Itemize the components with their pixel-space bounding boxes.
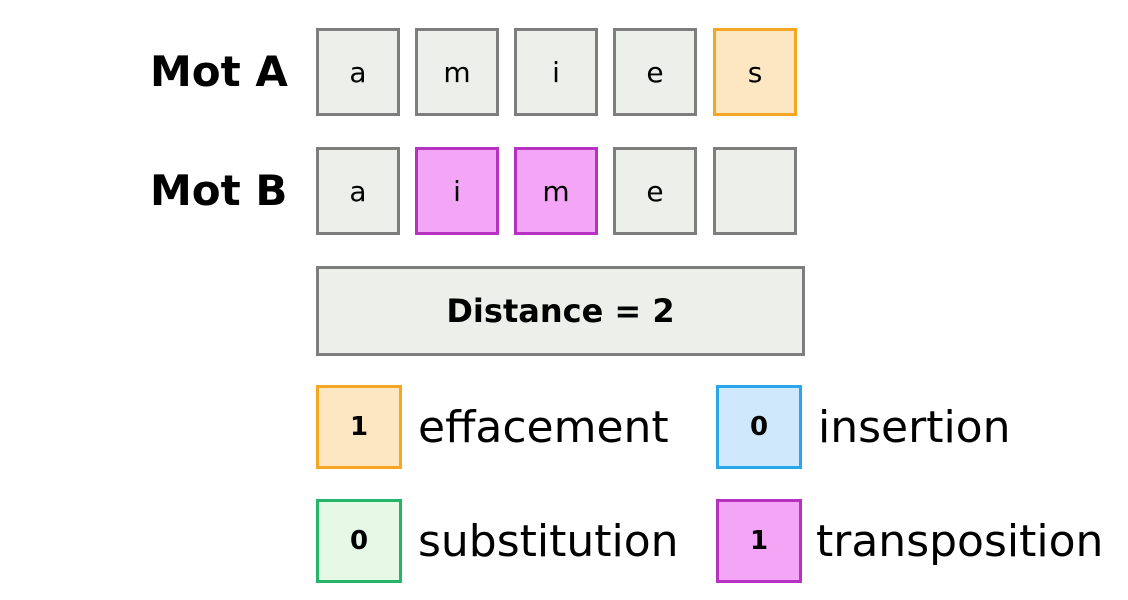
- word-a-letter-5-deleted: s: [713, 28, 797, 116]
- deletion-count-swatch: 1: [316, 385, 402, 469]
- word-b-empty-slot: [713, 147, 797, 235]
- insertion-legend-label: insertion: [818, 402, 1011, 453]
- word-a-letter-1: a: [316, 28, 400, 116]
- word-a-letter-4: e: [613, 28, 697, 116]
- insertion-count-swatch: 0: [716, 385, 802, 469]
- word-a-letter-2: m: [415, 28, 499, 116]
- word-b-letter-1: a: [316, 147, 400, 235]
- distance-result: Distance = 2: [316, 266, 805, 356]
- word-b-label: Mot B: [150, 166, 288, 215]
- transposition-count-swatch: 1: [716, 499, 802, 583]
- substitution-count-swatch: 0: [316, 499, 402, 583]
- word-a-label: Mot A: [150, 47, 288, 96]
- substitution-legend-label: substitution: [418, 516, 679, 567]
- deletion-legend-label: effacement: [418, 402, 669, 453]
- word-a-letter-3: i: [514, 28, 598, 116]
- transposition-legend-label: transposition: [816, 516, 1104, 567]
- word-b-letter-3-transposed: m: [514, 147, 598, 235]
- word-b-letter-4: e: [613, 147, 697, 235]
- word-b-letter-2-transposed: i: [415, 147, 499, 235]
